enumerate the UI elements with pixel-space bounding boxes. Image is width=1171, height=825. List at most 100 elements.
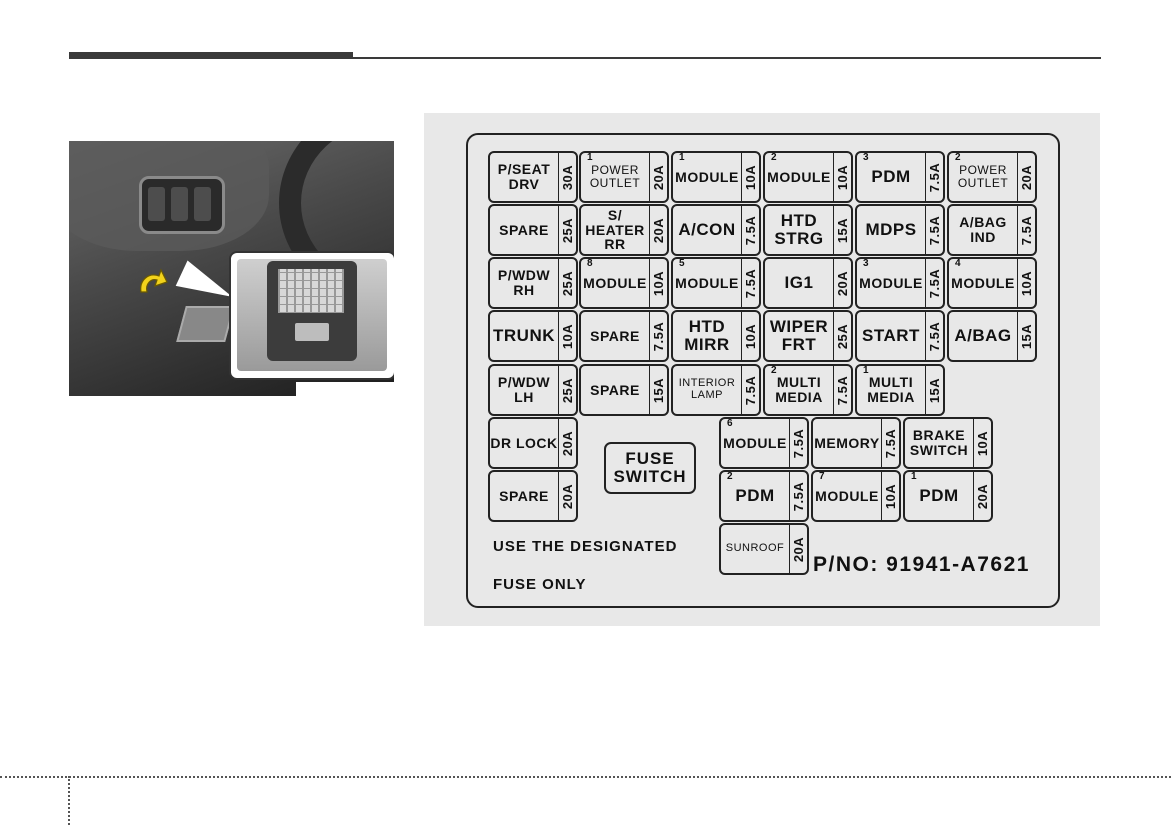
fuse-name: MULTI MEDIA: [775, 374, 823, 405]
fuse-rating: 20A: [1019, 164, 1035, 190]
fuse-name: WIPER FRT: [769, 317, 829, 354]
note-line-2: FUSE ONLY: [493, 576, 587, 593]
fuse-name: SUNROOF: [725, 542, 785, 555]
fuse-cell: BRAKE SWITCH 10A: [903, 417, 993, 469]
fuse-cell: SPARE 25A: [488, 204, 578, 256]
fuse-cell: MODULE 2 10A: [763, 151, 853, 203]
fuse-number: 2: [771, 152, 777, 163]
fuse-cell: S/ HEATER RR 20A: [579, 204, 669, 256]
fuse-rating: 25A: [560, 270, 576, 296]
fuse-rating: 10A: [743, 323, 759, 349]
fuse-cell: SPARE 15A: [579, 364, 669, 416]
fuse-rating: 15A: [651, 377, 667, 403]
fuse-name: A/CON: [678, 220, 736, 240]
fuse-number: 6: [727, 418, 733, 429]
pedal: [176, 306, 235, 342]
fuse-rating: 7.5A: [743, 268, 758, 298]
fuse-name: BRAKE SWITCH: [909, 427, 969, 458]
fuse-name: SPARE: [590, 381, 640, 398]
fuse-name: MODULE: [675, 168, 739, 185]
header-rule-thick: [69, 52, 353, 59]
fuse-name: IG1: [784, 273, 814, 293]
fuse-name: MODULE: [859, 274, 923, 291]
fuse-rating: 7.5A: [835, 375, 850, 405]
fuse-cell: HTD STRG 15A: [763, 204, 853, 256]
fuse-rating: 7.5A: [927, 215, 942, 245]
fuse-rating: 7.5A: [927, 162, 942, 192]
footer-rule: [0, 776, 1171, 778]
fuse-rating: 20A: [560, 430, 576, 456]
fuse-rating: 20A: [975, 483, 991, 509]
fuse-cell: SUNROOF 20A: [719, 523, 809, 575]
fuse-number: 1: [911, 471, 917, 482]
fuse-rating: 7.5A: [927, 321, 942, 351]
fuse-rating: 7.5A: [883, 428, 898, 458]
fuse-cell: MODULE 5 7.5A: [671, 257, 761, 309]
fuse-name: MEMORY: [814, 434, 880, 451]
footer-divider: [68, 776, 70, 825]
fuse-cell: MDPS 7.5A: [855, 204, 945, 256]
fuse-rating: 20A: [651, 164, 667, 190]
fuse-rating: 20A: [651, 217, 667, 243]
fuse-rating: 10A: [651, 270, 667, 296]
fuse-name: P/SEAT DRV: [497, 161, 551, 192]
curved-arrow-icon: [140, 268, 168, 293]
fuse-name: MDPS: [865, 220, 917, 240]
fuse-name: PDM: [919, 486, 959, 506]
header-rule: [69, 57, 1101, 59]
fuse-cell: SPARE 7.5A: [579, 310, 669, 362]
fuse-rating: 7.5A: [651, 321, 666, 351]
fuse-rating: 25A: [560, 217, 576, 243]
note-line-1: USE THE DESIGNATED: [493, 538, 678, 555]
fuse-rating: 25A: [560, 377, 576, 403]
fuse-name: A/BAG IND: [959, 214, 1007, 245]
fuse-rating: 7.5A: [791, 481, 806, 511]
fuse-box: [267, 261, 357, 361]
fuse-rating: 7.5A: [743, 375, 758, 405]
fuse-switch: FUSE SWITCH: [604, 442, 696, 494]
fuse-name: MODULE: [723, 434, 787, 451]
fuse-name: HTD STRG: [774, 211, 824, 248]
fuse-box-label: [278, 269, 344, 313]
fuse-number: 5: [679, 258, 685, 269]
fuse-number: 1: [587, 152, 593, 163]
fuse-rating: 7.5A: [1019, 215, 1034, 245]
fuse-name: MODULE: [767, 168, 831, 185]
fuse-rating: 15A: [835, 217, 851, 243]
fuse-name: MODULE: [675, 274, 739, 291]
fuse-rating: 10A: [975, 430, 991, 456]
fuse-name: PDM: [735, 486, 775, 506]
part-number: P/NO: 91941-A7621: [813, 553, 1030, 576]
fuse-name: TRUNK: [493, 326, 555, 346]
fuse-rating: 10A: [835, 164, 851, 190]
fuse-name: SPARE: [590, 327, 640, 344]
fuse-number: 2: [771, 365, 777, 376]
fuse-name: P/WDW RH: [497, 267, 551, 298]
fuse-location-photo: [69, 141, 394, 396]
fuse-name: SPARE: [499, 221, 549, 238]
fuse-name: MODULE: [583, 274, 647, 291]
fuse-name: PDM: [871, 167, 911, 187]
fuse-number: 3: [863, 152, 869, 163]
fuse-name: S/ HEATER RR: [585, 206, 645, 253]
fuse-rating: 20A: [791, 536, 807, 562]
